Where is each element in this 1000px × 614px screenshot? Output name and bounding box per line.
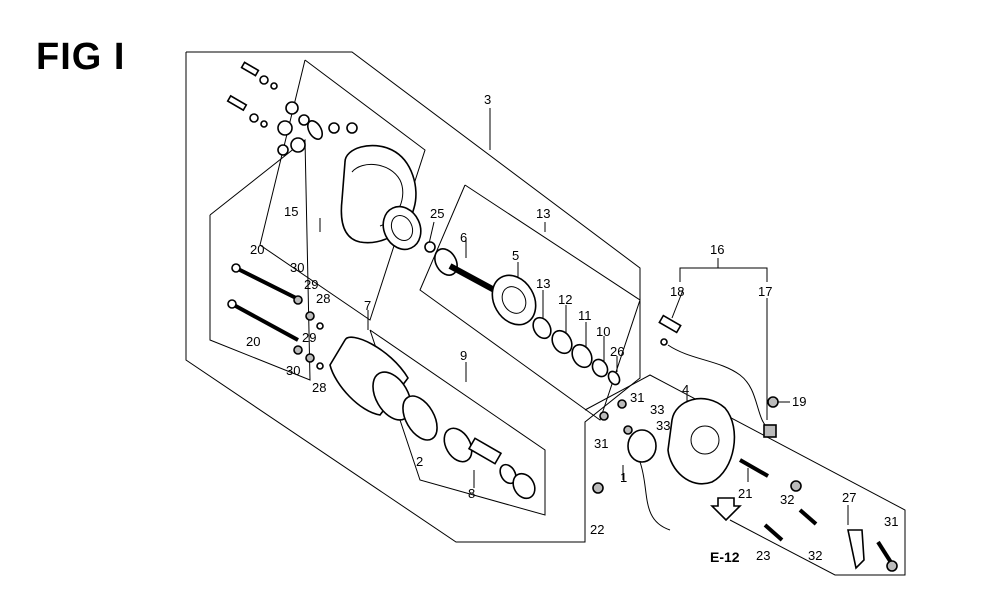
assembly-outline (185, 51, 641, 543)
rod-outline (209, 138, 311, 381)
callout-6: 6 (460, 230, 467, 245)
callout-33-a: 33 (650, 402, 664, 417)
callout-33-b: 33 (656, 418, 670, 433)
yoke-armature (329, 336, 536, 500)
callout-10: 10 (596, 324, 610, 339)
callout-22: 22 (590, 522, 604, 537)
callout-20-top: 20 (250, 242, 264, 257)
callout-30-bottom: 30 (286, 363, 300, 378)
cover-hardware (226, 61, 358, 156)
callout-17: 17 (758, 284, 772, 299)
cable-bracket (679, 267, 768, 282)
callout-7: 7 (364, 298, 371, 313)
callout-32-b: 32 (808, 548, 822, 563)
callout-1: 1 (620, 470, 627, 485)
callout-5: 5 (512, 248, 519, 263)
callout-11: 11 (578, 308, 592, 323)
callout-20-bottom: 20 (246, 334, 260, 349)
callout-29-top: 29 (304, 277, 318, 292)
armature-outline (369, 329, 546, 516)
callout-9: 9 (460, 348, 467, 363)
starter-cable (658, 314, 779, 438)
callout-8: 8 (468, 486, 475, 501)
callout-3: 3 (484, 92, 491, 107)
callout-32-a: 32 (780, 492, 794, 507)
callout-31-c: 31 (884, 514, 898, 529)
callout-4: 4 (682, 382, 689, 397)
callout-19: 19 (792, 394, 806, 409)
through-bolts (227, 263, 324, 370)
cover-outline (259, 59, 426, 321)
callout-29-bottom: 29 (302, 330, 316, 345)
callout-18: 18 (670, 284, 684, 299)
callout-2: 2 (416, 454, 423, 469)
leader-lines (319, 108, 849, 525)
callout-labels: 3 13 15 25 6 5 16 13 18 17 12 11 10 26 2… (246, 92, 898, 565)
callout-28-bottom: 28 (312, 380, 326, 395)
callout-15: 15 (284, 204, 298, 219)
callout-13: 13 (536, 276, 550, 291)
callout-27: 27 (842, 490, 856, 505)
figure-title: FIG I (36, 36, 126, 78)
callout-30-top: 30 (290, 260, 304, 275)
callout-12: 12 (558, 292, 572, 307)
drive-assembly (434, 248, 621, 386)
callout-28-top: 28 (316, 291, 330, 306)
callout-21: 21 (738, 486, 752, 501)
callout-26: 26 (610, 344, 624, 359)
rear-cover (340, 144, 436, 253)
callout-16: 16 (710, 242, 724, 257)
callout-23: 23 (756, 548, 770, 563)
callout-25: 25 (430, 206, 444, 221)
callout-31-b: 31 (594, 436, 608, 451)
housing-outline (584, 374, 906, 576)
callout-31-a: 31 (630, 390, 644, 405)
reference-code: E-12 (710, 549, 740, 565)
front-housing (592, 397, 736, 531)
callout-14: 13 (536, 206, 550, 221)
lower-hardware (710, 458, 898, 572)
